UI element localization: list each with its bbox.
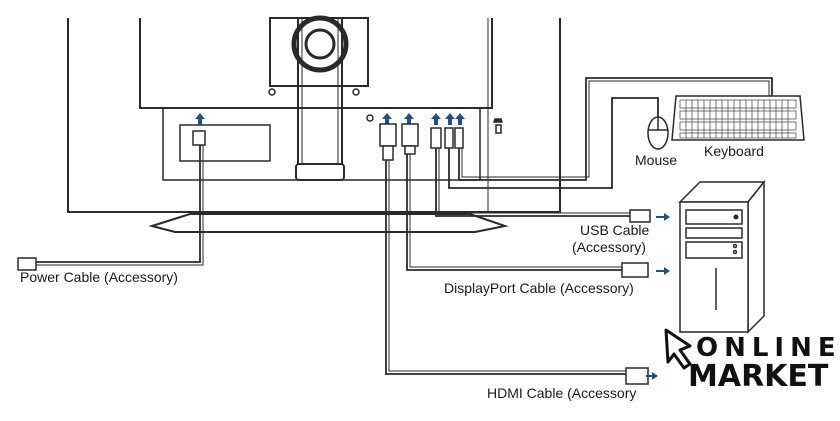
monitor-rear <box>67 18 561 213</box>
keyboard-icon <box>671 95 805 141</box>
hdmi-port-arrow <box>382 113 392 125</box>
usb-arrow <box>656 213 670 221</box>
port-icons <box>366 114 504 134</box>
port-arrows <box>195 113 465 125</box>
displayport-port-arrow <box>404 113 414 125</box>
pc-tower-icon <box>678 179 766 334</box>
usb-down1-port-arrow <box>445 113 455 125</box>
hdmi-cable-label: HDMI Cable (Accessory <box>487 385 636 401</box>
power-port-arrow <box>195 113 205 125</box>
mouse-icon <box>647 116 669 150</box>
usb-up-port-arrow <box>431 113 441 125</box>
keyboard-label: Keyboard <box>704 143 764 159</box>
kensington-lock-icon <box>495 124 502 134</box>
connector-arrows <box>646 213 670 380</box>
mouse-label: Mouse <box>635 152 677 168</box>
cable-connectors <box>17 209 651 385</box>
plugs <box>379 123 464 161</box>
screw-right <box>352 88 360 96</box>
displayport-arrow <box>656 267 670 275</box>
logo-line2: MARKET <box>688 359 829 394</box>
usb-down2-port-arrow <box>455 113 465 125</box>
displayport-cable-label: DisplayPort Cable (Accessory) <box>444 280 634 296</box>
cables <box>32 77 773 375</box>
logo-line1: ONLINE <box>696 333 840 363</box>
cursor-icon <box>664 328 692 370</box>
usb-cable-label-line1: USB Cable <box>580 222 649 238</box>
displayport-connector <box>621 262 649 278</box>
usb-connector <box>629 209 651 223</box>
power-port-area <box>179 124 271 162</box>
stand <box>148 15 509 233</box>
hdmi-connector <box>625 367 649 385</box>
screw-left <box>268 88 276 96</box>
hdmi-arrow <box>646 372 658 380</box>
headphone-icon <box>366 114 374 122</box>
power-cable-label: Power Cable (Accessory) <box>20 269 178 285</box>
online-market-logo: ONLINE MARKET <box>664 328 840 394</box>
power-plug-connector <box>17 257 37 271</box>
usb-cable-label-line2: (Accessory) <box>572 239 646 255</box>
